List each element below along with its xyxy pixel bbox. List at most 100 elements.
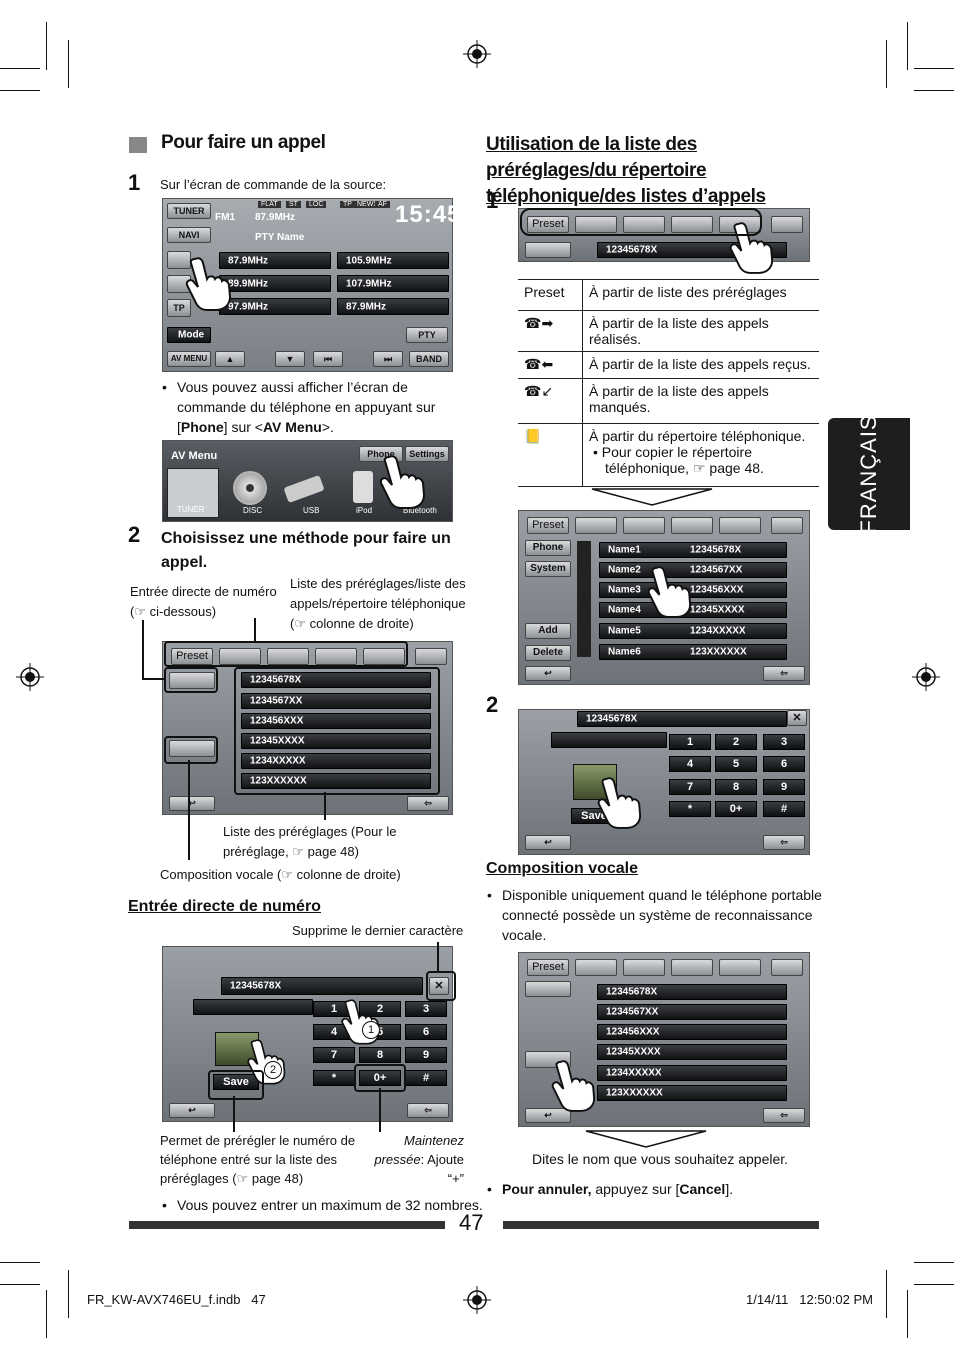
preset-4[interactable]: 105.9MHz: [337, 252, 449, 269]
up-button[interactable]: ▲: [215, 351, 245, 367]
voice-dial-button[interactable]: [169, 740, 215, 757]
settings-button[interactable]: Settings: [405, 446, 449, 462]
band-button[interactable]: BAND: [409, 351, 449, 367]
down-button[interactable]: ▼: [275, 351, 305, 367]
phone-side-button[interactable]: Phone: [525, 540, 571, 556]
dialed-calls-tab[interactable]: [575, 216, 617, 233]
key-6[interactable]: 6: [405, 1024, 447, 1040]
back-button[interactable]: ↩: [525, 835, 571, 850]
key-star[interactable]: *: [669, 801, 711, 817]
key-4[interactable]: 4: [669, 756, 711, 772]
key-hash[interactable]: #: [405, 1070, 447, 1086]
key-9[interactable]: 9: [763, 779, 805, 795]
call-button[interactable]: [215, 1032, 259, 1066]
next-button[interactable]: ⏭: [373, 351, 403, 367]
keypad-button[interactable]: [525, 981, 571, 997]
list-item[interactable]: 12345XXXX: [597, 1044, 787, 1060]
preset-tab[interactable]: Preset: [527, 216, 569, 233]
settings-tab[interactable]: [771, 216, 803, 233]
received-calls-tab[interactable]: [623, 517, 665, 534]
delete-button[interactable]: ✕: [787, 710, 807, 726]
dialed-calls-tab[interactable]: [575, 517, 617, 534]
key-3[interactable]: 3: [763, 734, 805, 750]
preset-3[interactable]: 97.9MHz: [219, 298, 331, 315]
list-item[interactable]: 123XXXXXX: [241, 773, 431, 789]
dialed-calls-tab[interactable]: [219, 648, 261, 665]
system-side-button[interactable]: System: [525, 561, 571, 577]
prev-button[interactable]: ⏮: [313, 351, 343, 367]
list-item[interactable]: 123456XXX: [597, 1024, 787, 1040]
keypad-button[interactable]: [525, 242, 571, 258]
scrollbar[interactable]: [577, 541, 591, 657]
key-8[interactable]: 8: [359, 1047, 401, 1063]
list-item[interactable]: 12345678X: [597, 984, 787, 1000]
av-menu-button[interactable]: AV MENU: [167, 351, 211, 367]
missed-calls-tab[interactable]: [671, 216, 713, 233]
key-7[interactable]: 7: [669, 779, 711, 795]
missed-calls-tab[interactable]: [671, 959, 713, 976]
back-button[interactable]: ↩: [525, 666, 571, 681]
tuner-button[interactable]: TUNER: [167, 203, 211, 219]
key-0[interactable]: 0+: [359, 1070, 401, 1086]
add-button[interactable]: Add: [525, 623, 571, 639]
settings-tab[interactable]: [771, 517, 803, 534]
back-button[interactable]: ↩: [169, 796, 215, 811]
key-9[interactable]: 9: [405, 1047, 447, 1063]
exit-button[interactable]: ⇦: [407, 796, 449, 811]
preset-1[interactable]: 87.9MHz: [219, 252, 331, 269]
key-5[interactable]: 5: [715, 756, 757, 772]
exit-button[interactable]: ⇦: [763, 666, 805, 681]
list-item[interactable]: 1234567XX: [241, 693, 431, 709]
key-6[interactable]: 6: [763, 756, 805, 772]
preset-tab[interactable]: Preset: [527, 517, 569, 534]
key-7[interactable]: 7: [313, 1047, 355, 1063]
phonebook-tab[interactable]: [719, 959, 761, 976]
back-button[interactable]: ↩: [525, 1108, 571, 1123]
list-item[interactable]: 1234XXXXX: [597, 1065, 787, 1081]
pty-button[interactable]: PTY: [406, 327, 448, 343]
tp-button[interactable]: TP: [167, 299, 191, 317]
preset-tab[interactable]: Preset: [527, 959, 569, 976]
delete-entry-button[interactable]: Delete: [525, 645, 571, 661]
key-hash[interactable]: #: [763, 801, 805, 817]
key-1[interactable]: 1: [669, 734, 711, 750]
exit-button[interactable]: ⇦: [763, 835, 805, 850]
preset-5[interactable]: 107.9MHz: [337, 275, 449, 292]
exit-button[interactable]: ⇦: [763, 1108, 805, 1123]
list-item[interactable]: 1234567XX: [597, 1004, 787, 1020]
missed-calls-tab[interactable]: [315, 648, 357, 665]
missed-calls-tab[interactable]: [671, 517, 713, 534]
key-2[interactable]: 2: [359, 1001, 401, 1017]
preset-tab[interactable]: Preset: [171, 648, 213, 665]
list-item[interactable]: 123XXXXXX: [597, 1085, 787, 1101]
phonebook-tab[interactable]: [363, 648, 405, 665]
preset-6[interactable]: 87.9MHz: [337, 298, 449, 315]
dialed-calls-tab[interactable]: [575, 959, 617, 976]
received-calls-tab[interactable]: [623, 959, 665, 976]
keypad-button[interactable]: [169, 672, 215, 689]
delete-button[interactable]: ✕: [429, 977, 449, 995]
settings-tab[interactable]: [415, 648, 447, 665]
list-item[interactable]: 12345XXXX: [241, 733, 431, 749]
list-item[interactable]: 123456XXX: [241, 713, 431, 729]
save-button[interactable]: Save: [213, 1074, 259, 1090]
source-tuner[interactable]: [167, 468, 219, 518]
key-3[interactable]: 3: [405, 1001, 447, 1017]
preset-2[interactable]: 89.9MHz: [219, 275, 331, 292]
key-2[interactable]: 2: [715, 734, 757, 750]
exit-button[interactable]: ⇦: [407, 1103, 449, 1118]
phonebook-tab[interactable]: [719, 517, 761, 534]
key-1[interactable]: 1: [313, 1001, 355, 1017]
settings-tab[interactable]: [771, 959, 803, 976]
received-calls-tab[interactable]: [623, 216, 665, 233]
list-item[interactable]: 1234XXXXX: [241, 753, 431, 769]
navi-button[interactable]: NAVI: [167, 227, 211, 243]
key-0[interactable]: 0+: [715, 801, 757, 817]
mode-button[interactable]: Mode: [167, 327, 211, 343]
